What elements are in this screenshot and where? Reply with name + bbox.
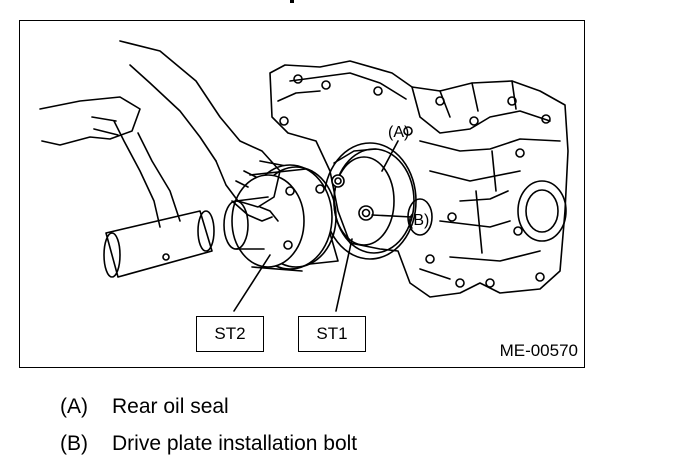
leader-lines [233,140,413,312]
legend-key: (A) [60,395,88,418]
special-tool [223,160,339,272]
st2-label: ST2 [214,324,246,343]
legend-item-a: (A) Rear oil seal [60,395,229,419]
crankshaft-flange [323,142,433,260]
hammer [103,120,215,278]
st1-label-box: ST1 [298,316,366,352]
callout-a: (A) [388,124,409,141]
legend-key: (B) [60,432,88,455]
st1-label: ST1 [316,324,348,343]
page-mark [290,0,294,3]
hands [39,40,281,222]
legend-item-b: (B) Drive plate installation bolt [60,432,357,456]
callout-b: (B) [408,212,429,229]
legend-text: Drive plate installation bolt [112,432,358,455]
illustration-frame: (A) (B) ST2 ST1 ME-00570 [19,20,585,368]
st2-label-box: ST2 [196,316,264,352]
engine-illustration: (A) (B) [39,40,569,312]
legend-text: Rear oil seal [112,395,229,418]
figure-code: ME-00570 [499,341,578,360]
engine-block [269,60,569,298]
